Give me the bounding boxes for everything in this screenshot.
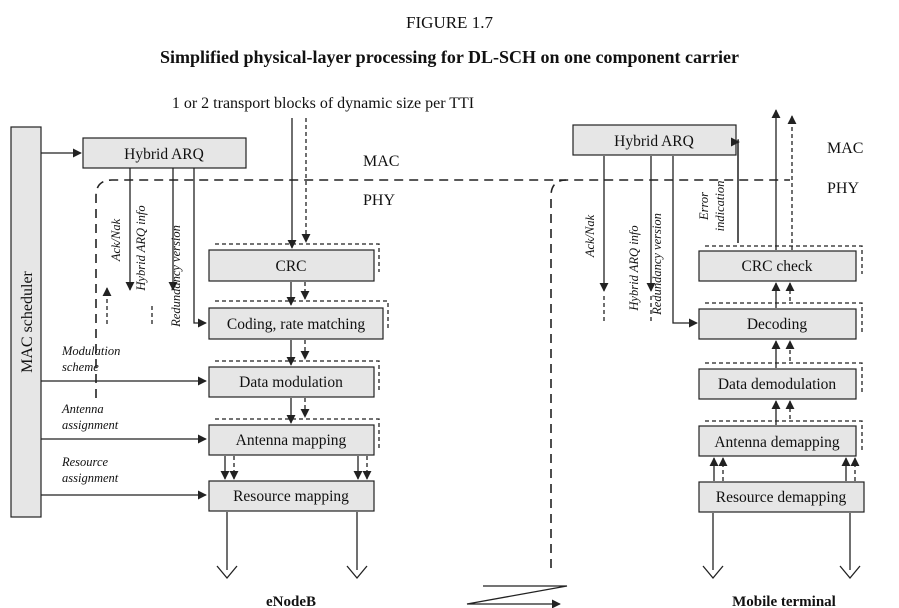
enb-data-modulation-label: Data modulation [239, 374, 343, 391]
ue-crc-check-label: CRC check [741, 258, 812, 275]
ue-crc-check-block [698, 250, 857, 282]
enb-coding-label: Coding, rate matching [227, 316, 365, 333]
ue-harq-info-label: Hybrid ARQ info [627, 225, 641, 311]
enb-resource-mapping-label: Resource mapping [233, 488, 349, 505]
enb-resource-mapping-block [208, 480, 375, 512]
ue-redundancy-version-label: Redundancy version [650, 213, 664, 316]
ue-antenna-demapping-block [698, 425, 857, 457]
enb-antenna-left-icon [216, 565, 238, 580]
transport-blocks-label: 1 or 2 transport blocks of dynamic size … [172, 95, 474, 112]
mac-scheduler-label: MAC scheduler [19, 270, 36, 372]
enb-antenna-mapping-block [208, 424, 375, 456]
enb-antenna-mapping-label: Antenna mapping [236, 432, 347, 449]
ue-data-demodulation-block [698, 368, 857, 400]
resource-assignment-label-2: assignment [62, 471, 119, 485]
ue-antenna-demapping-label: Antenna demapping [714, 434, 840, 451]
enb-harq-info-label: Hybrid ARQ info [134, 205, 148, 291]
ue-error-indication-label-1: Error [697, 192, 711, 221]
figure-title: Simplified physical-layer processing for… [160, 47, 739, 67]
ue-hybrid-arq-label: Hybrid ARQ [614, 133, 694, 150]
layer-phy-right: PHY [827, 180, 859, 197]
enb-antenna-right-icon [346, 565, 368, 580]
enb-hybrid-arq-block [82, 137, 247, 169]
ue-antenna-left-icon [702, 565, 724, 580]
ue-decoding-block [698, 308, 857, 340]
ue-ack-nak-label: Ack/Nak [583, 214, 597, 258]
antenna-assignment-label-2: assignment [62, 418, 119, 432]
figure-label: FIGURE 1.7 [406, 13, 493, 32]
layer-mac-right: MAC [827, 140, 863, 157]
ue-data-demodulation-label: Data demodulation [718, 376, 837, 393]
enodeb-label: eNodeB [266, 594, 316, 608]
ue-decoding-label: Decoding [747, 316, 808, 333]
enb-crc-block [208, 249, 375, 282]
ue-resource-demapping-label: Resource demapping [716, 489, 847, 506]
ue-error-indication-label-2: indication [713, 181, 727, 232]
radio-link-icon [466, 585, 568, 608]
mac-scheduler-block [10, 126, 42, 518]
enb-coding-block [208, 307, 384, 340]
modulation-scheme-label-2: scheme [62, 360, 99, 374]
resource-assignment-label-1: Resource [61, 455, 108, 469]
mobile-terminal-label: Mobile terminal [732, 594, 836, 608]
modulation-scheme-label-1: Modulation [61, 344, 120, 358]
layer-mac-left: MAC [363, 153, 399, 170]
enb-data-modulation-block [208, 366, 375, 398]
enb-hybrid-arq-label: Hybrid ARQ [124, 146, 204, 163]
ue-resource-demapping-block [698, 481, 865, 513]
antenna-assignment-label-1: Antenna [61, 402, 104, 416]
enb-redundancy-version-label: Redundancy version [169, 225, 183, 328]
enb-ack-nak-label: Ack/Nak [109, 218, 123, 262]
enb-crc-label: CRC [275, 258, 306, 275]
layer-phy-left: PHY [363, 192, 395, 209]
ue-antenna-right-icon [839, 565, 861, 580]
ue-hybrid-arq-block [572, 124, 737, 156]
